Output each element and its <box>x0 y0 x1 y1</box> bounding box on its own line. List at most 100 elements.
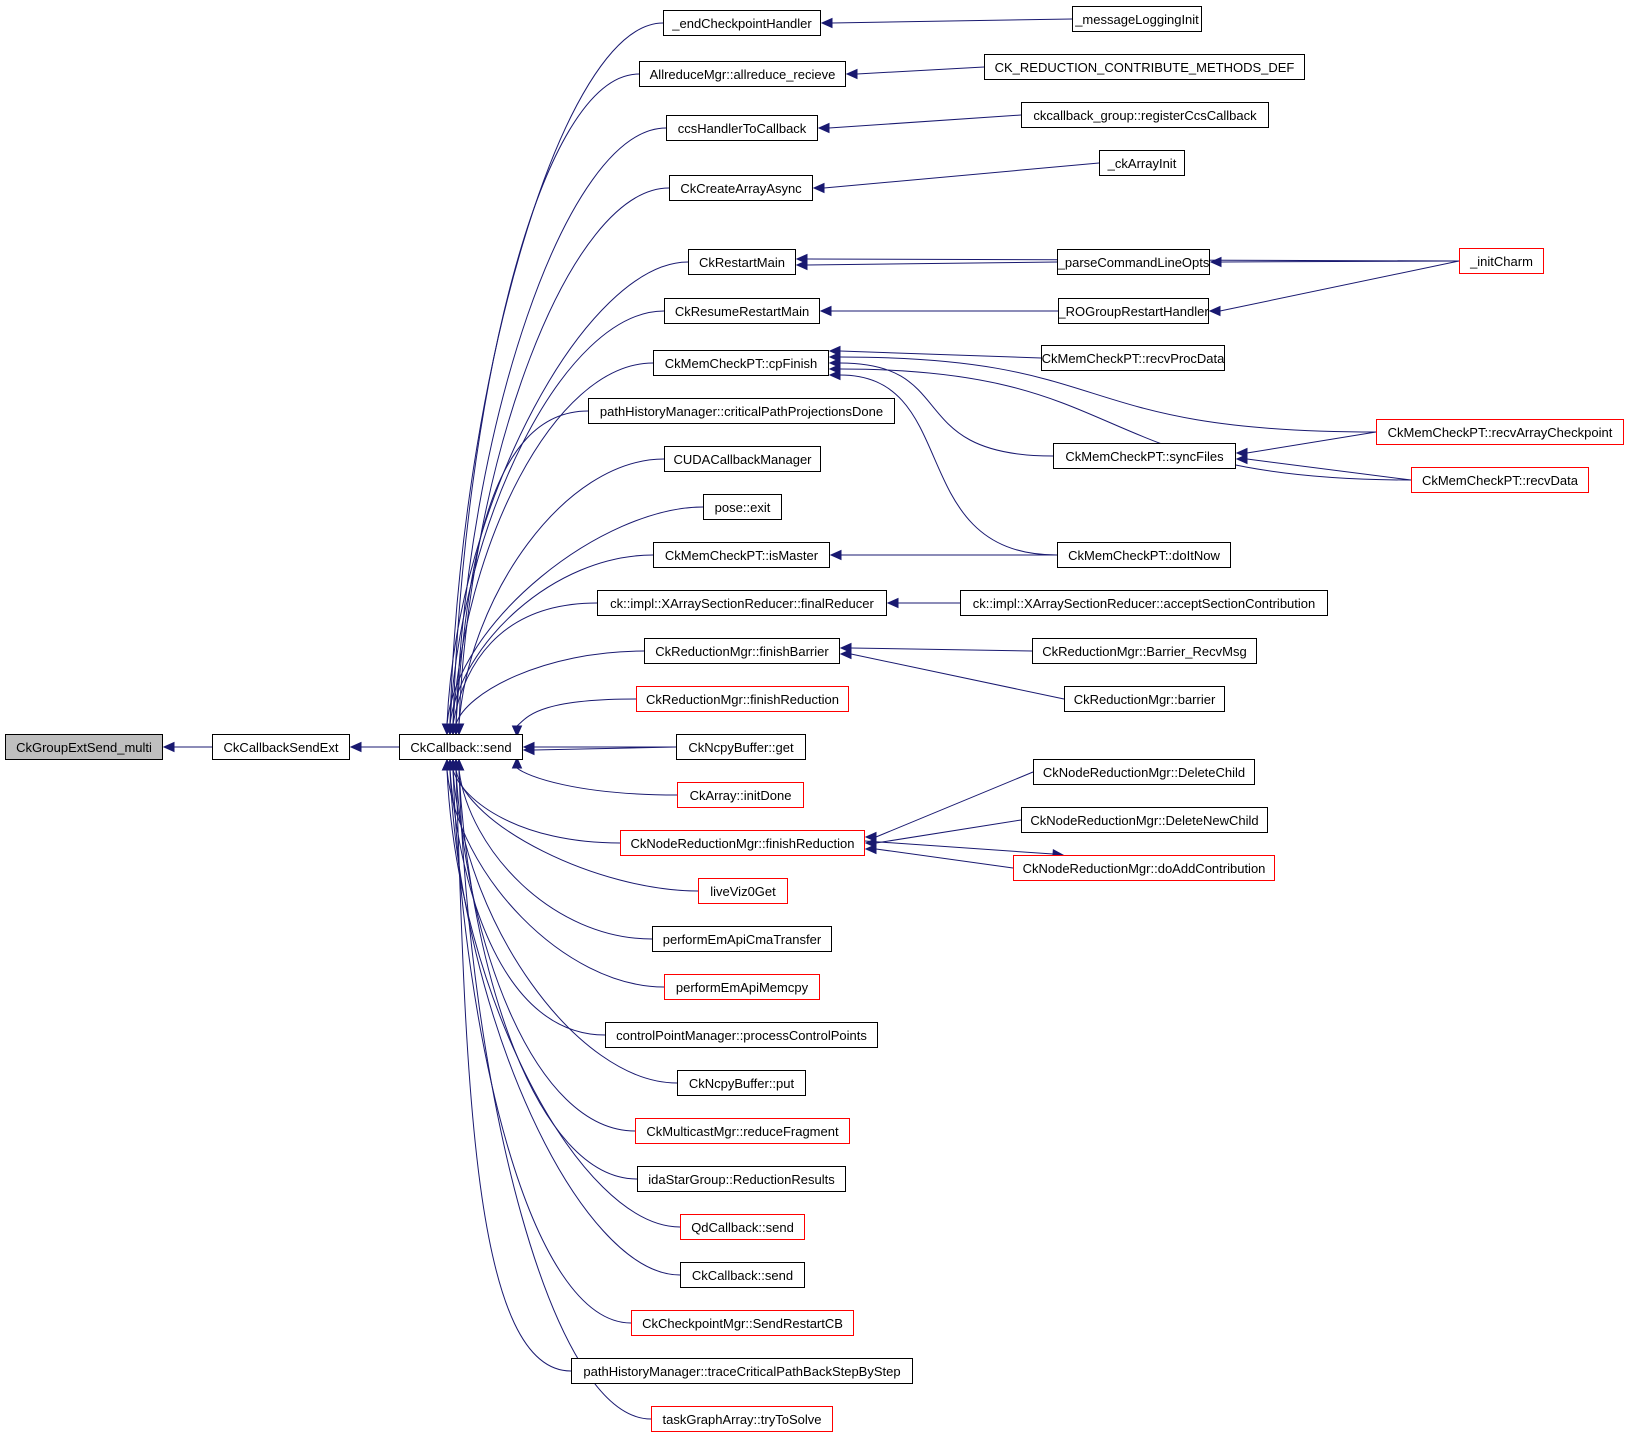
edge-f3-r8-arrowhead <box>1235 453 1248 465</box>
node-label: _ROGroupRestartHandler <box>1058 303 1209 319</box>
node-ckreductionmgr-finishreduction[interactable]: CkReductionMgr::finishReduction <box>636 686 849 712</box>
node-label: CkMemCheckPT::recvData <box>1421 472 1579 488</box>
node-ckresumerestartmain[interactable]: CkResumeRestartMain <box>664 298 820 324</box>
edge-f1-r6 <box>1219 260 1460 312</box>
node-endcheckpointhandler[interactable]: _endCheckpointHandler <box>663 10 821 36</box>
node-ckmemcheckpt-recvprocdata[interactable]: CkMemCheckPT::recvProcData <box>1041 345 1225 371</box>
edge-m13-n2 <box>455 650 645 725</box>
node-cudacallbackmanager[interactable]: CUDACallbackManager <box>664 446 821 472</box>
node-label: CK_REDUCTION_CONTRIBUTE_METHODS_DEF <box>994 59 1295 75</box>
node-pose-exit[interactable]: pose::exit <box>703 494 782 520</box>
edge-r8-m7 <box>839 362 1054 457</box>
node-ckmemcheckpt-recvarraycheckpoint[interactable]: CkMemCheckPT::recvArrayCheckpoint <box>1376 419 1624 445</box>
edge-r3-m3 <box>828 114 1022 129</box>
node-ckncpybuffer-get[interactable]: CkNcpyBuffer::get <box>676 734 806 760</box>
node-label: CkCallback::send <box>691 1267 794 1283</box>
node-ckncpybuffer-put[interactable]: CkNcpyBuffer::put <box>677 1070 806 1096</box>
node-ckmemcheckpt-cpfinish[interactable]: CkMemCheckPT::cpFinish <box>653 350 829 376</box>
node-cknodereductionmgr-deletechild[interactable]: CkNodeReductionMgr::DeleteChild <box>1033 759 1255 785</box>
node-ckarray-initdone[interactable]: CkArray::initDone <box>677 782 804 808</box>
node-rogrouprestarthandler[interactable]: _ROGroupRestartHandler <box>1058 298 1209 324</box>
edge-m10-n2 <box>446 506 704 725</box>
node-allreducemgr-allreduce-recieve[interactable]: AllreduceMgr::allreduce_recieve <box>639 61 846 87</box>
edge-f2-r8 <box>1246 431 1377 454</box>
node-ckarrayinit[interactable]: _ckArrayInit <box>1099 150 1185 176</box>
node-parsecommandlineopts[interactable]: _parseCommandLineOpts <box>1057 249 1210 275</box>
node-ck-impl-xarraysectionreducer-finalreducer[interactable]: ck::impl::XArraySectionReducer::finalRed… <box>597 590 887 616</box>
edge-m17-n2 <box>452 769 621 844</box>
node-cknodereductionmgr-deletenewchild[interactable]: CkNodeReductionMgr::DeleteNewChild <box>1021 807 1268 833</box>
edge-m18-n2 <box>455 769 699 892</box>
node-ckcreatearrayasync[interactable]: CkCreateArrayAsync <box>669 175 813 201</box>
node-label: pathHistoryManager::traceCriticalPathBac… <box>583 1363 901 1379</box>
node-liveviz0get[interactable]: liveViz0Get <box>698 878 788 904</box>
node-ckcheckpointmgr-sendrestartcb[interactable]: CkCheckpointMgr::SendRestartCB <box>631 1310 854 1336</box>
node-label: CUDACallbackManager <box>673 451 812 467</box>
node-label: AllreduceMgr::allreduce_recieve <box>649 66 836 82</box>
edge-n2-n1-arrowhead <box>349 741 362 753</box>
node-ckreductionmgr-barrier[interactable]: CkReductionMgr::barrier <box>1064 686 1225 712</box>
node-ckmulticastmgr-reducefragment[interactable]: CkMulticastMgr::reduceFragment <box>635 1118 850 1144</box>
node-ck-impl-xarraysectionreducer-acceptsectioncontribution[interactable]: ck::impl::XArraySectionReducer::acceptSe… <box>960 590 1328 616</box>
node-label: CkRestartMain <box>699 254 785 270</box>
node-label: performEmApiCmaTransfer <box>662 931 822 947</box>
node-label: CkCallback::send <box>410 739 512 755</box>
edge-r2-m2-arrowhead <box>845 68 858 80</box>
edge-r5-m5 <box>806 261 1058 266</box>
node-ckmemcheckpt-recvdata[interactable]: CkMemCheckPT::recvData <box>1411 467 1589 493</box>
node-ckrestartmain[interactable]: CkRestartMain <box>688 249 796 275</box>
node-messagelogginginit[interactable]: _messageLoggingInit <box>1072 6 1202 32</box>
edge-r12-m13-arrowhead <box>839 648 852 660</box>
edge-m16-n2 <box>516 767 678 796</box>
node-label: taskGraphArray::tryToSolve <box>662 1411 822 1427</box>
edge-r11-m13 <box>850 647 1033 652</box>
node-controlpointmanager-processcontrolpoints[interactable]: controlPointManager::processControlPoint… <box>605 1022 878 1048</box>
edge-r14-m17 <box>875 819 1022 844</box>
node-label: pose::exit <box>714 499 771 515</box>
node-label: _messageLoggingInit <box>1075 11 1199 27</box>
edge-m14-n2 <box>516 698 637 727</box>
node-pathhistorymanager-criticalpathprojectionsdone[interactable]: pathHistoryManager::criticalPathProjecti… <box>588 398 895 424</box>
node-qdcallback-send[interactable]: QdCallback::send <box>680 1214 805 1240</box>
node-taskgrapharray-trytosolve[interactable]: taskGraphArray::tryToSolve <box>651 1406 833 1432</box>
edge-m25-n2 <box>446 769 681 1228</box>
node-ckcallbacksendext[interactable]: CkCallbackSendExt <box>212 734 350 760</box>
edge-r9-m7 <box>839 374 1058 556</box>
edge-n1-n0-arrowhead <box>162 741 175 753</box>
node-pathhistorymanager-tracecriticalpathbackstepbystep[interactable]: pathHistoryManager::traceCriticalPathBac… <box>571 1358 913 1384</box>
edge-m22-n2 <box>452 769 678 1084</box>
edge-f3-r8 <box>1246 458 1412 481</box>
edge-f3-m7 <box>839 368 1412 481</box>
node-idastargroup-reductionresults[interactable]: idaStarGroup::ReductionResults <box>637 1166 846 1192</box>
node-ckreductionmgr-barrier-recvmsg[interactable]: CkReductionMgr::Barrier_RecvMsg <box>1032 638 1257 664</box>
edge-m14-n2-arrowhead <box>511 725 523 738</box>
node-label: CkMulticastMgr::reduceFragment <box>646 1123 839 1139</box>
node-ckmemcheckpt-syncfiles[interactable]: CkMemCheckPT::syncFiles <box>1053 443 1236 469</box>
node-label: CkReductionMgr::finishReduction <box>646 691 839 707</box>
edge-m11-n2 <box>449 554 654 725</box>
node-ckcallback-group-registerccscallback[interactable]: ckcallback_group::registerCcsCallback <box>1021 102 1269 128</box>
node-cknodereductionmgr-finishreduction[interactable]: CkNodeReductionMgr::finishReduction <box>620 830 865 856</box>
node-ckcallback-send[interactable]: CkCallback::send <box>399 734 523 760</box>
node-label: ck::impl::XArraySectionReducer::finalRed… <box>610 595 874 611</box>
node-label: CkCheckpointMgr::SendRestartCB <box>642 1315 843 1331</box>
edge-r4-m4 <box>823 162 1100 189</box>
node-ckmemcheckpt-doitnow[interactable]: CkMemCheckPT::doItNow <box>1057 542 1231 568</box>
edge-m20-n2 <box>446 769 665 988</box>
node-performemapicmatransfer[interactable]: performEmApiCmaTransfer <box>652 926 832 952</box>
edge-r15-m17 <box>875 848 1014 869</box>
node-ckcallback-send[interactable]: CkCallback::send <box>680 1262 805 1288</box>
node-ck-reduction-contribute-methods-def[interactable]: CK_REDUCTION_CONTRIBUTE_METHODS_DEF <box>984 54 1305 80</box>
edge-r4-m4-arrowhead <box>812 182 825 194</box>
node-ckreductionmgr-finishbarrier[interactable]: CkReductionMgr::finishBarrier <box>644 638 840 664</box>
node-initcharm[interactable]: _initCharm <box>1459 248 1544 274</box>
node-performemapimemcpy[interactable]: performEmApiMemcpy <box>664 974 820 1000</box>
edge-m24-n2 <box>458 769 638 1180</box>
node-cknodereductionmgr-doaddcontribution[interactable]: CkNodeReductionMgr::doAddContribution <box>1013 855 1275 881</box>
node-label: ck::impl::XArraySectionReducer::acceptSe… <box>972 595 1316 611</box>
edge-r6-m6-arrowhead <box>819 305 832 317</box>
node-ccshandlertocallback[interactable]: ccsHandlerToCallback <box>666 115 818 141</box>
node-label: ccsHandlerToCallback <box>677 120 807 136</box>
edge-m15-n2-arrowhead <box>522 741 535 753</box>
node-ckmemcheckpt-ismaster[interactable]: CkMemCheckPT::isMaster <box>653 542 830 568</box>
